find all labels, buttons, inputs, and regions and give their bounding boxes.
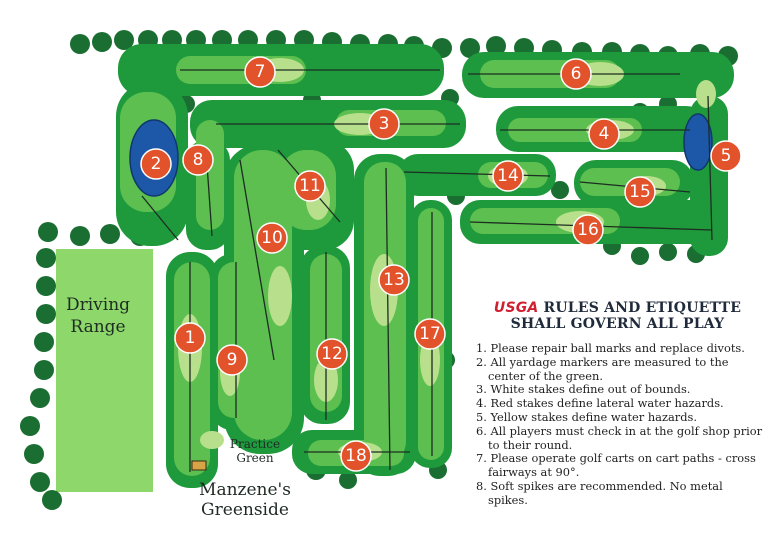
practice-green-label-line1: Practice bbox=[229, 437, 281, 451]
hole-marker-11: 11 bbox=[294, 170, 326, 202]
course-name: Manzene's Greenside bbox=[190, 480, 300, 520]
rules-title-line2: SHALL GOVERN ALL PLAY bbox=[510, 316, 725, 332]
rules-title: USGA RULES AND ETIQUETTE SHALL GOVERN AL… bbox=[470, 300, 765, 332]
water-hazard-5 bbox=[683, 113, 713, 171]
hole-marker-6: 6 bbox=[560, 58, 592, 90]
course-name-line2: Greenside bbox=[201, 500, 289, 520]
hole-markers: 1 2 3 4 5 6 7 8 9 10 11 12 13 14 15 16 1… bbox=[140, 56, 742, 472]
hole-marker-9: 9 bbox=[216, 344, 248, 376]
driving-range-label-line2: Range bbox=[70, 317, 126, 337]
course-name-line1: Manzene's bbox=[199, 480, 291, 500]
hole-marker-3: 3 bbox=[368, 108, 400, 140]
hole-number: 15 bbox=[629, 182, 651, 202]
rule-item: 3. White stakes define out of bounds. bbox=[476, 382, 691, 397]
driving-range-label: Driving Range bbox=[56, 294, 140, 338]
rule-item: 1. Please repair ball marks and replace … bbox=[476, 341, 745, 355]
rule-item: 8. Soft spikes are recommended. No metal… bbox=[476, 478, 723, 507]
hole-number: 16 bbox=[577, 220, 599, 240]
driving-range bbox=[56, 249, 153, 492]
hole-number: 10 bbox=[261, 228, 283, 248]
hole-marker-7: 7 bbox=[244, 56, 276, 88]
hole-number: 13 bbox=[383, 270, 405, 290]
rule-item: 2. All yardage markers are measured to t… bbox=[476, 354, 729, 383]
hole-number: 18 bbox=[345, 446, 367, 466]
rule-item: 4. Red stakes define lateral water hazar… bbox=[476, 396, 724, 411]
hole-number: 4 bbox=[599, 124, 610, 144]
hole-marker-14: 14 bbox=[492, 160, 524, 192]
hole-marker-17: 17 bbox=[414, 318, 446, 350]
rules-title-line1: RULES AND ETIQUETTE bbox=[543, 300, 742, 316]
hole-marker-8: 8 bbox=[182, 144, 214, 176]
practice-tee-marker bbox=[191, 460, 207, 471]
hole-marker-16: 16 bbox=[572, 214, 604, 246]
practice-green bbox=[200, 431, 224, 449]
rule-item: 7. Please operate golf carts on cart pat… bbox=[476, 451, 756, 480]
hole-marker-18: 18 bbox=[340, 440, 372, 472]
hole-marker-12: 12 bbox=[316, 338, 348, 370]
hole-marker-15: 15 bbox=[624, 176, 656, 208]
hole-number: 17 bbox=[419, 324, 441, 344]
hole-marker-13: 13 bbox=[378, 264, 410, 296]
rule-item: 5. Yellow stakes define water hazards. bbox=[476, 409, 697, 424]
practice-green-label-line2: Green bbox=[236, 451, 274, 465]
hole-marker-1: 1 bbox=[174, 322, 206, 354]
driving-range-label-line1: Driving bbox=[65, 295, 131, 315]
usga-logo-text: USGA bbox=[493, 300, 539, 316]
hole-number: 1 bbox=[185, 328, 196, 348]
rule-item: 6. All players must check in at the golf… bbox=[476, 423, 763, 452]
hole-number: 8 bbox=[193, 150, 204, 170]
hole-marker-5: 5 bbox=[710, 140, 742, 172]
hole-marker-10: 10 bbox=[256, 222, 288, 254]
hole-number: 11 bbox=[299, 176, 321, 196]
hole-number: 3 bbox=[379, 114, 390, 134]
hole-number: 9 bbox=[227, 350, 238, 370]
practice-green-label: Practice Green bbox=[225, 437, 285, 465]
rules-panel: USGA RULES AND ETIQUETTE SHALL GOVERN AL… bbox=[470, 300, 765, 508]
rules-list: 1. Please repair ball marks and replace … bbox=[470, 341, 765, 508]
hole-marker-4: 4 bbox=[588, 118, 620, 150]
hole-number: 5 bbox=[721, 146, 732, 166]
hole-number: 12 bbox=[321, 344, 343, 364]
hole-number: 14 bbox=[497, 166, 519, 186]
hole-number: 6 bbox=[571, 64, 582, 84]
hole-number: 7 bbox=[255, 62, 266, 82]
hole-marker-2: 2 bbox=[140, 148, 172, 180]
hole-number: 2 bbox=[151, 154, 162, 174]
